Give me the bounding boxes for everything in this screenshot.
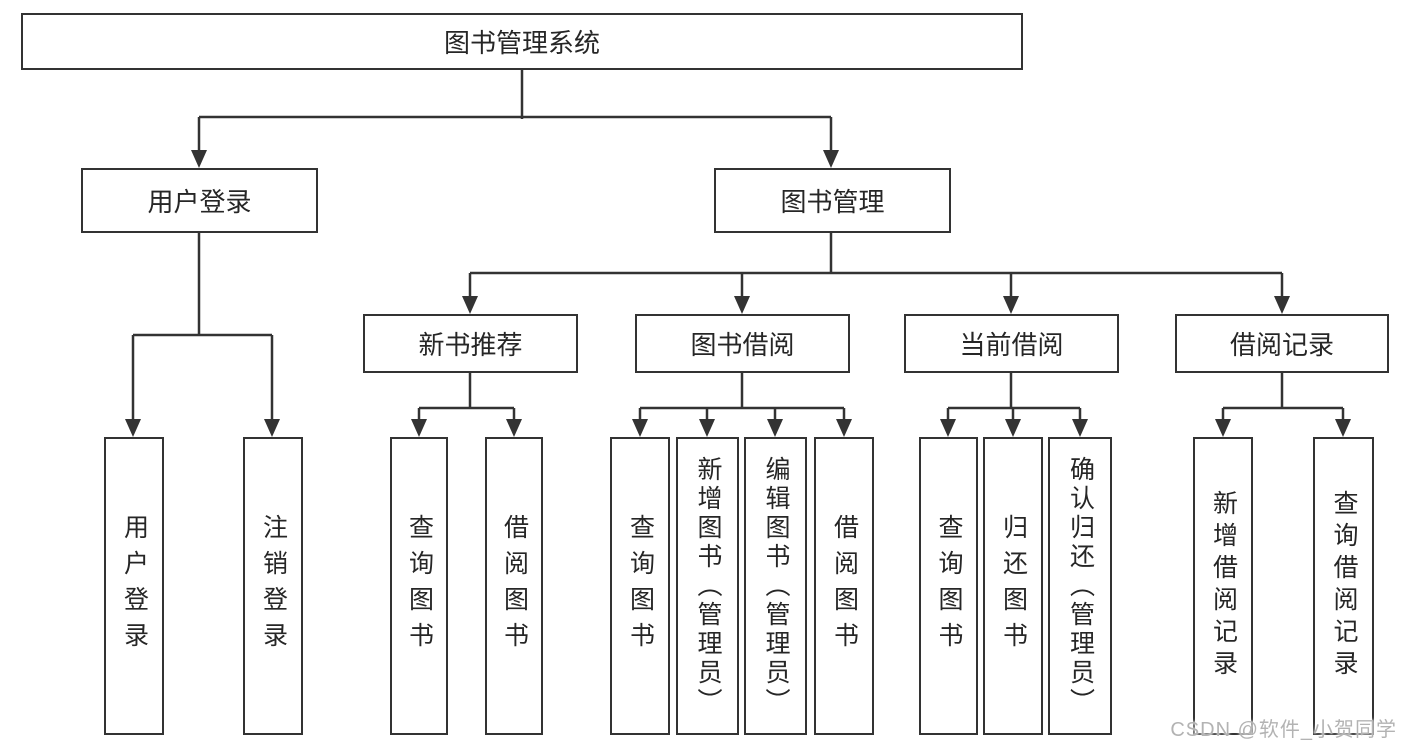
leaf-current-confirm-return-admin: 确认归还（管理员） <box>1048 437 1112 735</box>
node-current-borrowing: 当前借阅 <box>904 314 1119 373</box>
node-label: 新增借阅记录 <box>1209 490 1238 682</box>
node-borrowing-records: 借阅记录 <box>1175 314 1389 373</box>
node-label: 当前借阅 <box>959 330 1064 360</box>
leaf-borrow-query-books: 查询图书 <box>610 437 670 735</box>
leaf-current-query-books: 查询图书 <box>919 437 978 735</box>
node-label: 新书推荐 <box>418 330 523 360</box>
leaf-borrow-edit-books-admin: 编辑图书（管理员） <box>744 437 807 735</box>
leaf-user-login: 用户登录 <box>104 437 164 735</box>
leaf-records-add-record: 新增借阅记录 <box>1193 437 1253 735</box>
connector-line <box>131 70 1345 421</box>
node-label: 查询借阅记录 <box>1330 490 1358 682</box>
node-label: 查询图书 <box>935 514 963 658</box>
node-user-login: 用户登录 <box>81 168 318 233</box>
leaf-recommend-borrow-books: 借阅图书 <box>485 437 543 735</box>
node-label: 图书管理 <box>780 187 885 217</box>
leaf-logout: 注销登录 <box>243 437 303 735</box>
node-label: 确认归还（管理员） <box>1066 455 1095 717</box>
node-label: 归还图书 <box>999 514 1028 658</box>
node-label: 新增图书（管理员） <box>694 455 722 717</box>
node-label: 图书管理系统 <box>443 28 600 58</box>
node-label: 用户登录 <box>147 187 252 217</box>
node-book-borrowing: 图书借阅 <box>635 314 850 373</box>
node-label: 查询图书 <box>626 514 655 658</box>
node-label: 用户登录 <box>120 514 149 658</box>
node-book-management: 图书管理 <box>714 168 951 233</box>
leaf-current-return-books: 归还图书 <box>983 437 1043 735</box>
leaf-borrow-add-books-admin: 新增图书（管理员） <box>676 437 739 735</box>
node-library-system: 图书管理系统 <box>21 13 1023 70</box>
node-label: 编辑图书（管理员） <box>762 455 790 717</box>
csdn-watermark: CSDN @软件_小贺同学 <box>1170 719 1397 741</box>
node-new-book-recommend: 新书推荐 <box>363 314 578 373</box>
node-label: 借阅图书 <box>500 514 529 658</box>
node-label: 借阅图书 <box>830 514 859 658</box>
node-label: 图书借阅 <box>690 330 795 360</box>
leaf-records-query-record: 查询借阅记录 <box>1313 437 1374 735</box>
leaf-recommend-query-books: 查询图书 <box>390 437 448 735</box>
node-label: 查询图书 <box>405 514 434 658</box>
leaf-borrow-borrow-books: 借阅图书 <box>814 437 874 735</box>
node-label: 借阅记录 <box>1229 330 1334 360</box>
node-label: 注销登录 <box>259 514 288 658</box>
